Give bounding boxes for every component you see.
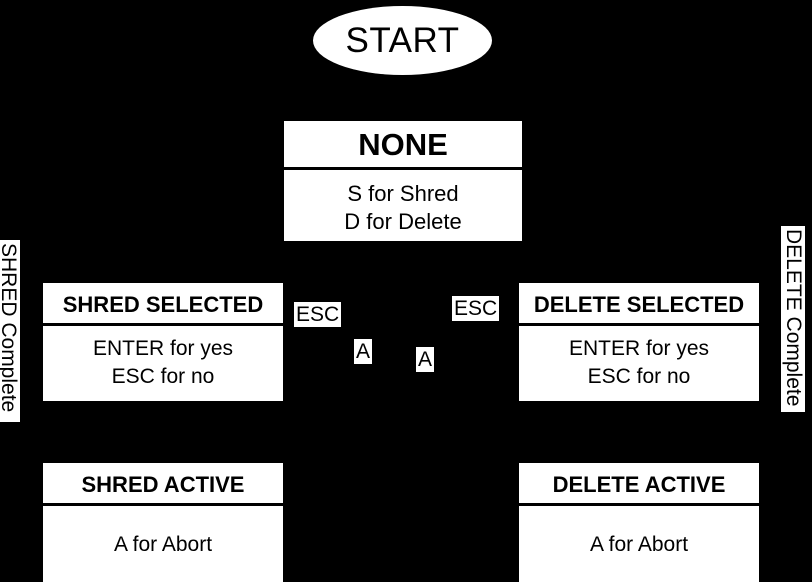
state-node-none-line-2: D for Delete [344,209,462,234]
state-node-delete-active-line-1: A for Abort [589,533,689,556]
state-node-shred-active-body: A for Abort [43,506,283,582]
state-node-shred-selected-body: ENTER for yes ESC for no [43,326,283,401]
state-node-delete-selected-line-1: ENTER for yes [568,337,710,360]
state-node-shred-selected[interactable]: SHRED SELECTED ENTER for yes ESC for no [43,283,283,401]
state-node-delete-active-body: A for Abort [519,506,759,582]
state-node-shred-active-title: SHRED ACTIVE [43,463,283,506]
state-node-none-body: S for Shred D for Delete [284,170,522,241]
state-node-none-title: NONE [284,121,522,170]
state-node-none-line-1: S for Shred [347,181,459,206]
state-node-delete-selected-body: ENTER for yes ESC for no [519,326,759,401]
state-node-start[interactable]: START [313,6,492,75]
state-node-shred-active-line-1: A for Abort [113,533,213,556]
state-node-delete-active[interactable]: DELETE ACTIVE A for Abort [519,463,759,582]
state-node-shred-active[interactable]: SHRED ACTIVE A for Abort [43,463,283,582]
state-node-shred-selected-line-2: ESC for no [111,365,215,388]
edge-label-abort-right: A [416,347,435,372]
state-node-shred-selected-title: SHRED SELECTED [43,283,283,326]
edge-label-shred-complete: SHRED Complete [0,240,20,422]
state-node-delete-active-title: DELETE ACTIVE [519,463,759,506]
edge-label-abort-left: A [354,339,373,364]
edge-label-esc-left: ESC [294,302,342,327]
state-node-none[interactable]: NONE S for Shred D for Delete [284,121,522,241]
state-node-start-label: START [345,21,460,60]
state-node-delete-selected-title: DELETE SELECTED [519,283,759,326]
state-node-delete-selected[interactable]: DELETE SELECTED ENTER for yes ESC for no [519,283,759,401]
state-node-delete-selected-line-2: ESC for no [587,365,691,388]
state-node-shred-selected-line-1: ENTER for yes [92,337,234,360]
edge-label-delete-complete: DELETE Complete [781,226,805,412]
edge-label-esc-right: ESC [452,296,500,321]
